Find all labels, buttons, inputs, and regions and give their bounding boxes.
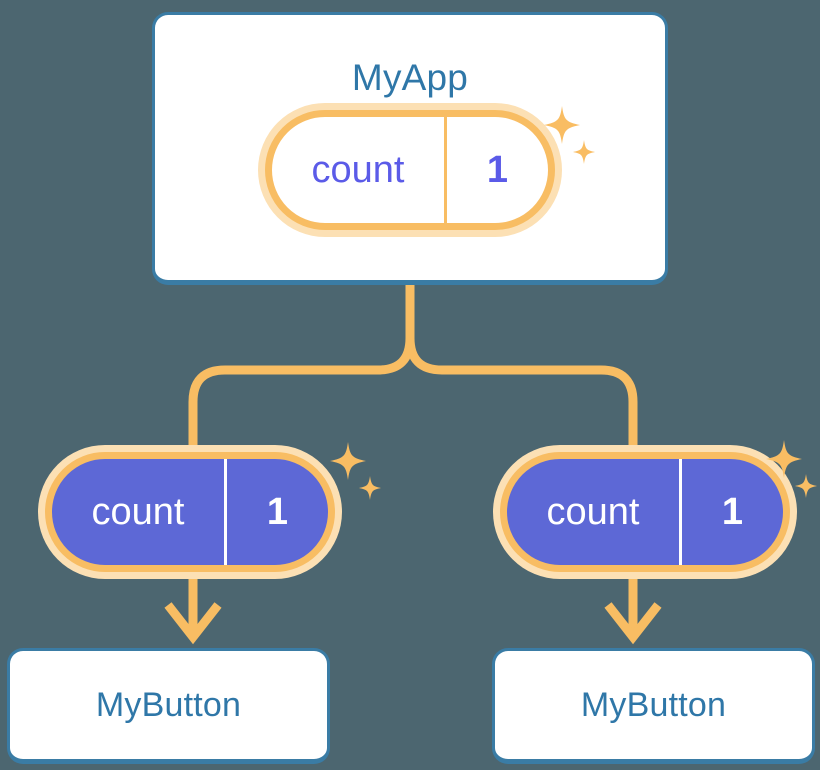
left-mybutton-card[interactable]: MyButton	[7, 648, 330, 764]
card-title: MyButton	[95, 686, 242, 724]
state-key: count	[507, 459, 682, 565]
page-title: MyApp	[351, 57, 469, 98]
arrow-down-icon	[164, 572, 222, 645]
right-child-state-pill[interactable]: count 1	[500, 452, 790, 572]
branch-connector-icon	[405, 285, 638, 452]
right-mybutton-card[interactable]: MyButton	[492, 648, 815, 764]
state-value: 1	[266, 490, 289, 533]
branch-connector-icon	[188, 285, 415, 452]
arrow-down-icon	[604, 572, 662, 645]
app-state-pill[interactable]: count 1	[265, 110, 555, 230]
state-value: 1	[486, 148, 509, 191]
left-child-state-pill[interactable]: count 1	[45, 452, 335, 572]
card-title: MyButton	[580, 686, 727, 724]
state-value: 1	[721, 490, 744, 533]
state-key: count	[52, 459, 227, 565]
state-key: count	[272, 117, 447, 223]
